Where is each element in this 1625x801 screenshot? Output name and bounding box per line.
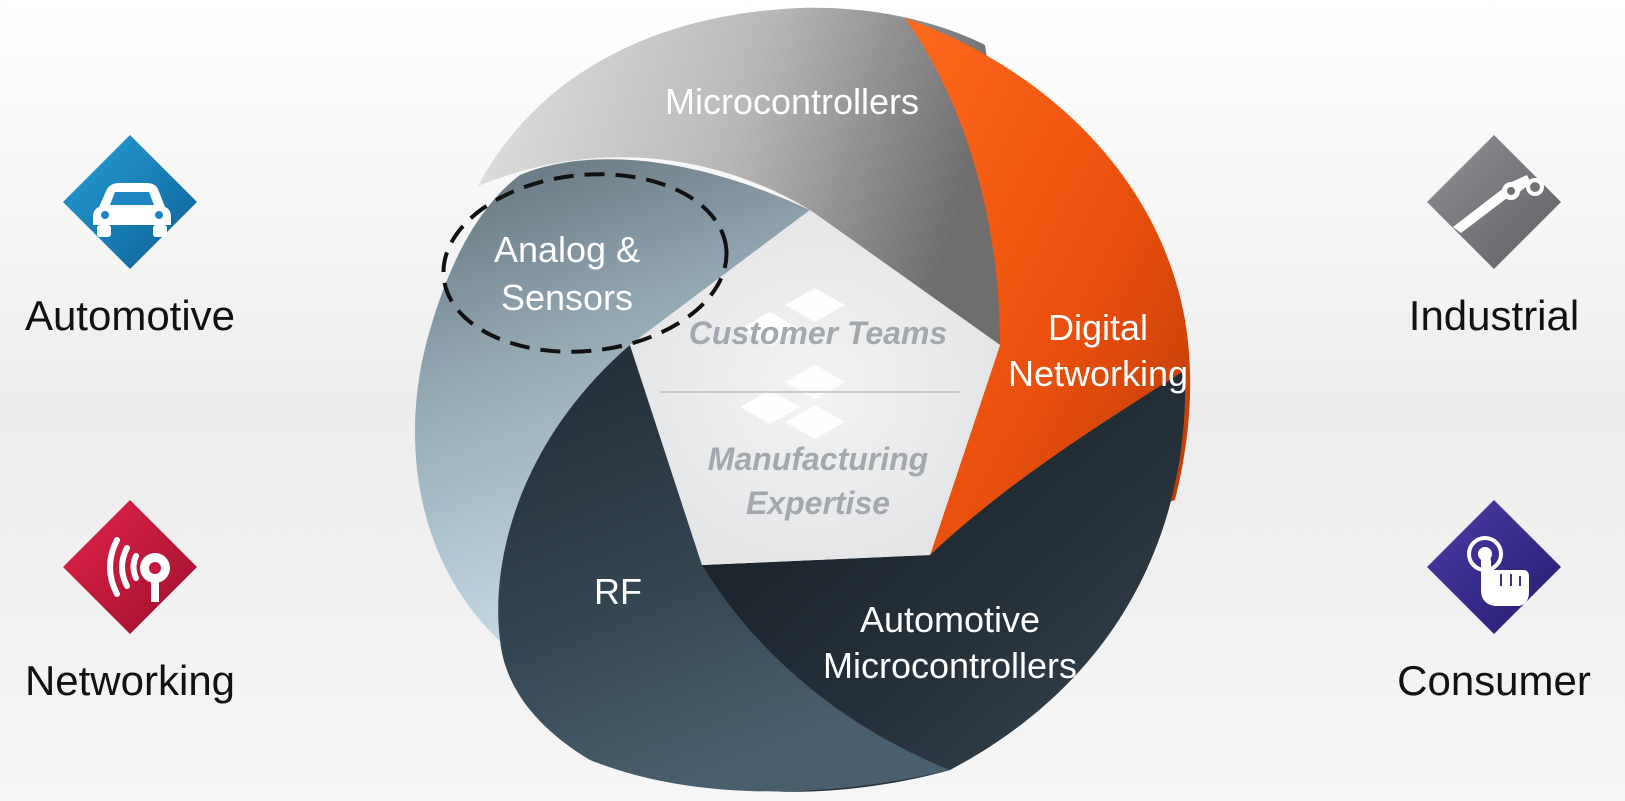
wireless-signal-icon [55, 492, 205, 642]
market-networking: Networking [0, 492, 270, 702]
label-microcontrollers: Microcontrollers [665, 81, 919, 122]
car-icon [55, 127, 205, 277]
market-label: Automotive [24, 292, 236, 339]
robot-arm-icon [1419, 127, 1569, 277]
market-label: Consumer [1397, 657, 1591, 704]
market-consumer: Consumer [1354, 492, 1625, 702]
center-label-bottom-2: Expertise [746, 485, 890, 521]
market-automotive: Automotive [0, 127, 270, 337]
market-label: Industrial [1408, 292, 1580, 339]
label-rf: RF [594, 571, 642, 612]
label-digital-2: Networking [1008, 353, 1188, 394]
highlight-ellipse [441, 172, 729, 354]
label-automotive-mcu-2: Microcontrollers [823, 645, 1077, 686]
segment-rf [498, 345, 950, 792]
segment-automotive-microcontrollers [702, 370, 1186, 792]
label-analog-2: Sensors [501, 277, 633, 318]
label-automotive-mcu-1: Automotive [860, 599, 1040, 640]
label-analog-1: Analog & [494, 229, 640, 270]
market-label: Networking [24, 657, 236, 704]
touch-hand-icon [1419, 492, 1569, 642]
segment-microcontrollers [478, 7, 1002, 346]
label-digital-1: Digital [1048, 307, 1148, 348]
center-label-top: Customer Teams [689, 315, 947, 351]
logo-watermark-icon [740, 288, 845, 439]
center-label-bottom-1: Manufacturing [708, 441, 928, 477]
market-industrial: Industrial [1354, 127, 1625, 337]
